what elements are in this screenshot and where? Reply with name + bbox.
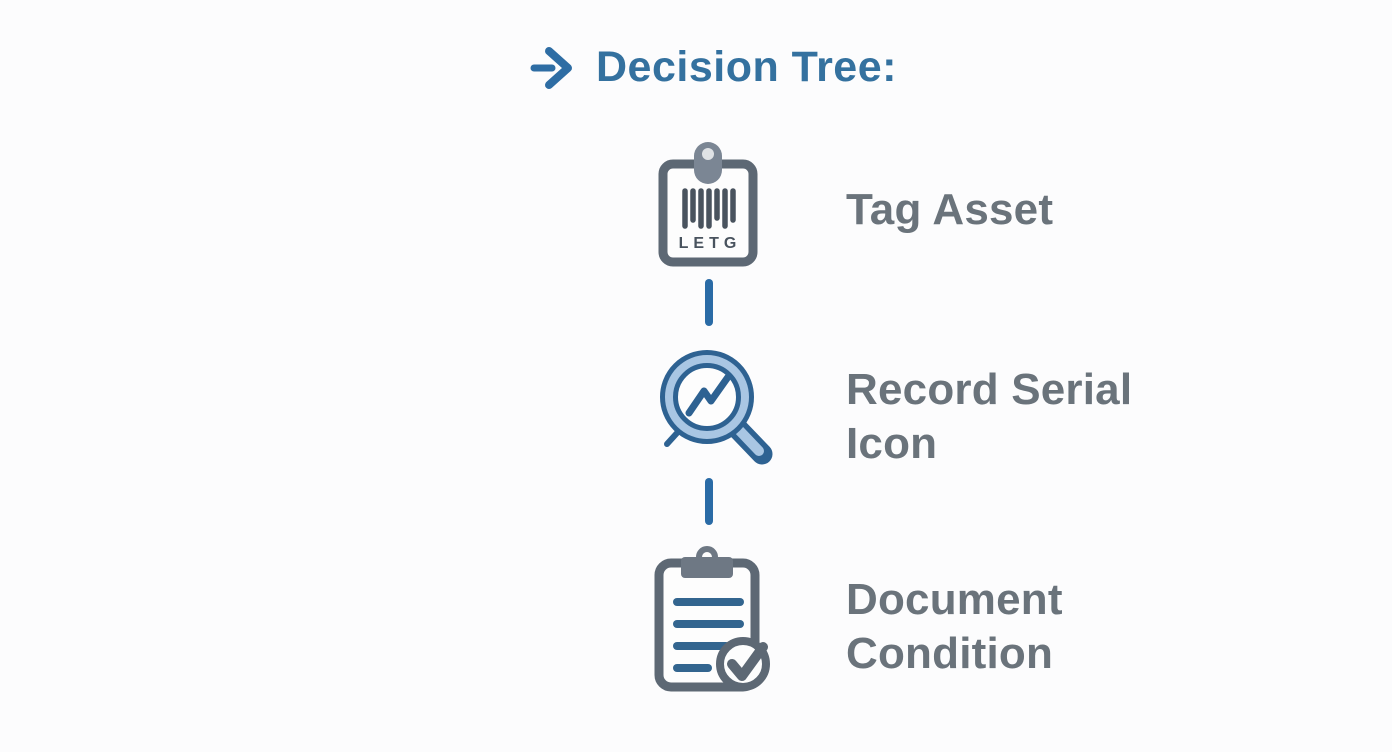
magnifier-trend-icon (660, 350, 773, 465)
magnifier-outer-ring (660, 350, 754, 444)
magnifier-stub (664, 430, 680, 447)
tag-barcode-icon: LETG (658, 142, 758, 267)
diagram-title-row: Decision Tree: (528, 42, 897, 92)
tag-clasp (694, 142, 722, 184)
step-label-tag-asset: Tag Asset (846, 185, 1054, 234)
page-title: Decision Tree: (596, 42, 897, 91)
clipboard-check-icon (654, 546, 770, 692)
magnifier-inner-ring (673, 363, 741, 431)
flow-connector (705, 279, 713, 326)
check-mark (727, 642, 768, 681)
tag-hole (702, 148, 714, 160)
flow-connector (705, 478, 713, 525)
magnifier-handle (734, 425, 764, 456)
clipboard-text-lines (673, 598, 744, 672)
barcode (682, 188, 736, 229)
clipboard-clip (681, 557, 733, 578)
step-label-record-serial: Record Serial Icon (846, 365, 1133, 468)
right-arrow-icon (530, 47, 572, 89)
step-label-document-condition: Document Condition (846, 575, 1063, 678)
tag-code-label: LETG (679, 235, 742, 252)
trend-line (685, 373, 732, 417)
